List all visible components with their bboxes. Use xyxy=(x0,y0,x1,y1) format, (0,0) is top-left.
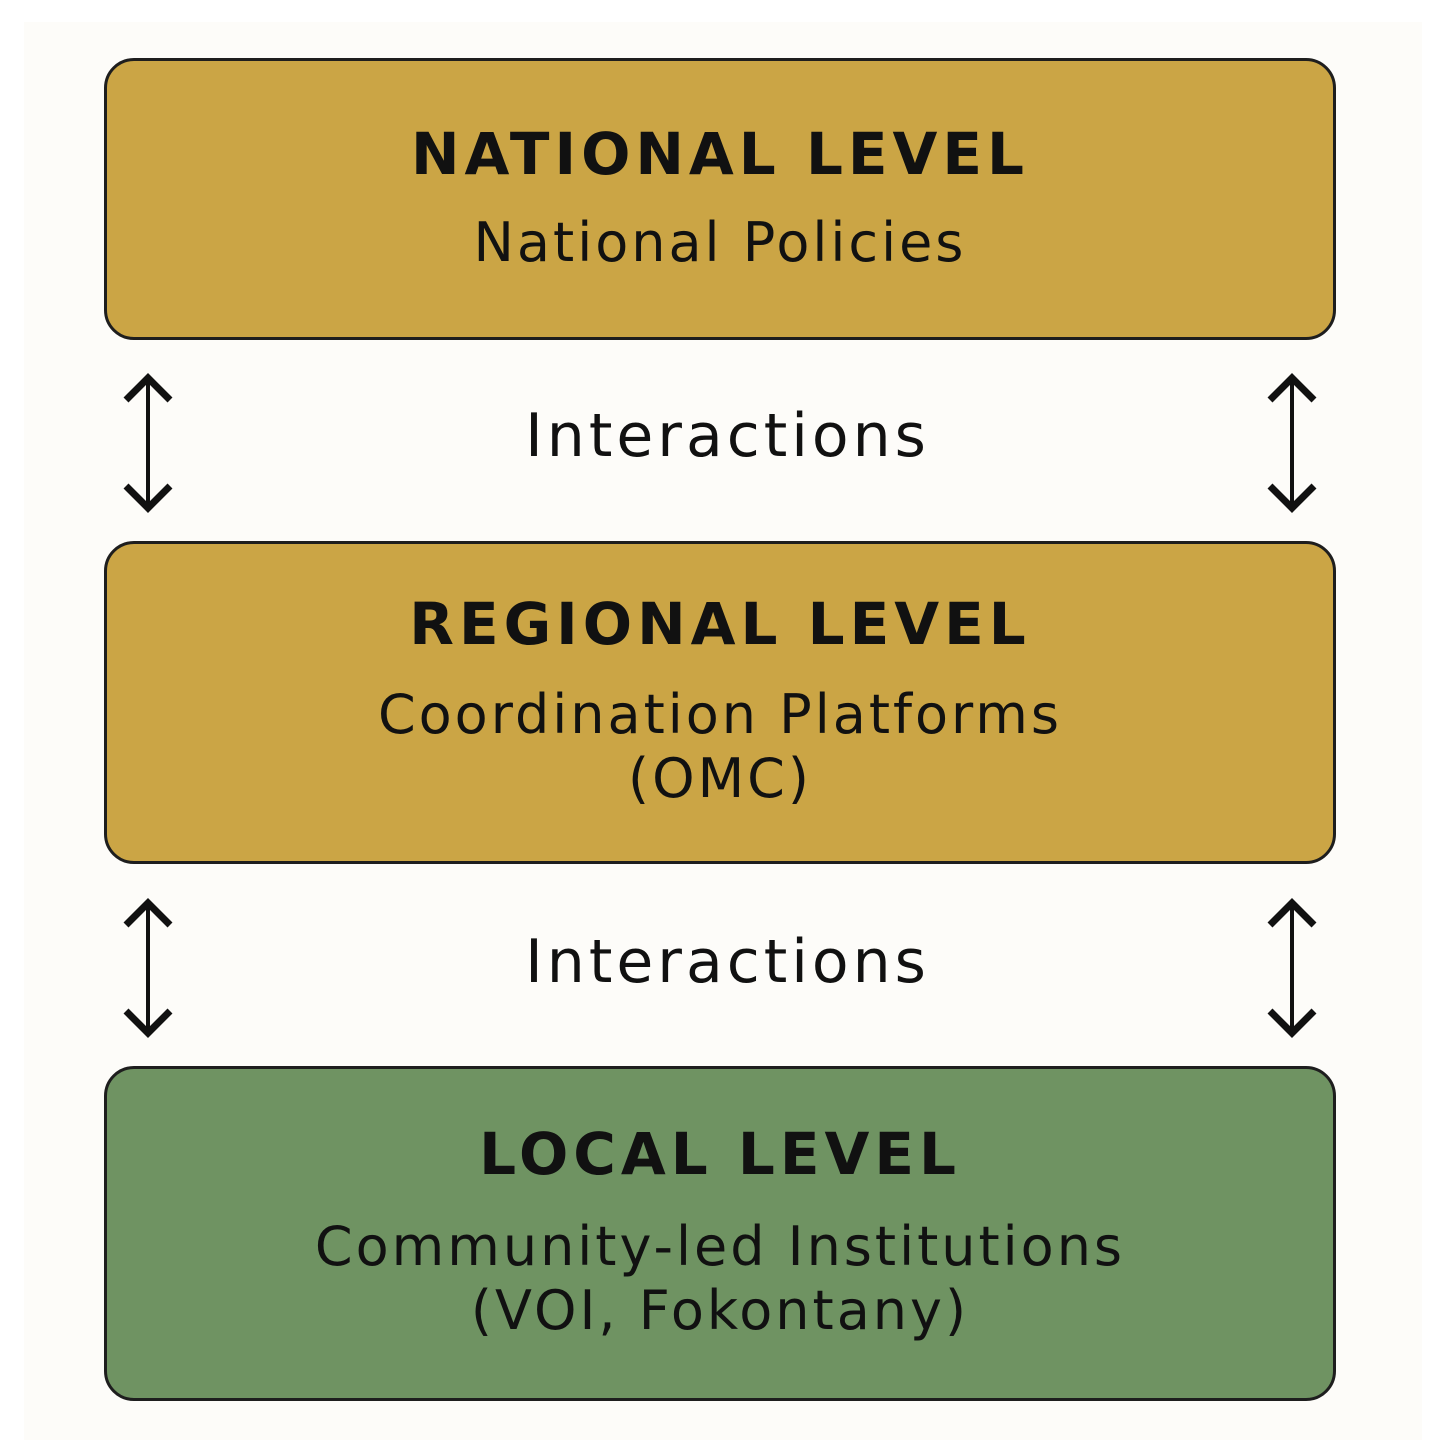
national-level-title: NATIONAL LEVEL xyxy=(411,119,1029,188)
regional-level-subtitle: Coordination Platforms (OMC) xyxy=(378,683,1062,813)
local-level-subtitle-line: (VOI, Fokontany) xyxy=(470,1279,970,1343)
double-arrow-vertical-icon xyxy=(123,373,173,513)
regional-level-box: REGIONAL LEVEL Coordination Platforms (O… xyxy=(104,541,1336,864)
local-level-subtitle-line: Community-led Institutions xyxy=(314,1214,1126,1278)
national-level-box: NATIONAL LEVEL National Policies xyxy=(104,58,1336,340)
interactions-label: Interactions xyxy=(525,401,930,471)
double-arrow-vertical-icon xyxy=(1267,373,1317,513)
national-level-subtitle-line: National Policies xyxy=(473,210,967,274)
double-arrow-vertical-icon xyxy=(1267,898,1317,1038)
interactions-label: Interactions xyxy=(525,927,930,997)
local-level-title: LOCAL LEVEL xyxy=(479,1119,961,1188)
regional-level-subtitle-line: (OMC) xyxy=(628,747,812,811)
national-level-subtitle: National Policies xyxy=(474,211,967,276)
double-arrow-vertical-icon xyxy=(123,898,173,1038)
local-level-box: LOCAL LEVEL Community-led Institutions (… xyxy=(104,1066,1336,1401)
regional-level-title: REGIONAL LEVEL xyxy=(409,589,1031,658)
regional-level-subtitle-line: Coordination Platforms xyxy=(377,682,1063,746)
local-level-subtitle: Community-led Institutions (VOI, Fokonta… xyxy=(315,1215,1125,1345)
